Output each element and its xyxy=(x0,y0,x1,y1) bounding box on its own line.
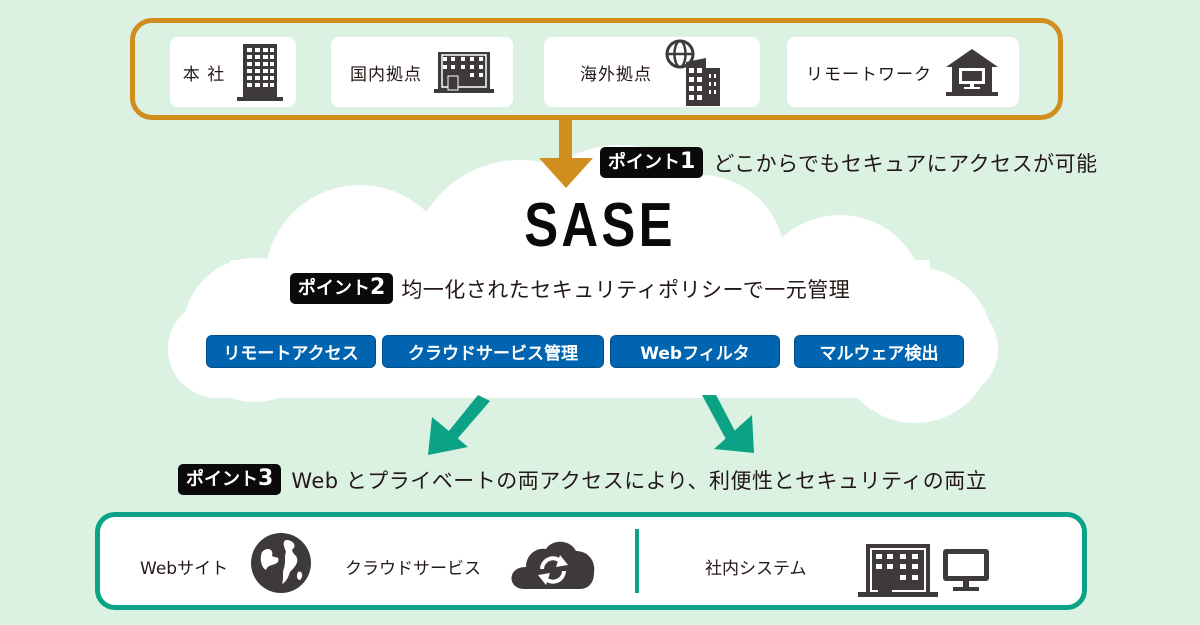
sase-title: SASE xyxy=(524,191,676,260)
location-label: リモートワーク xyxy=(806,64,932,85)
internal-building-icon xyxy=(858,544,938,597)
location-overseas-office: 海外拠点 xyxy=(544,37,760,107)
office-building-icon xyxy=(434,52,494,93)
global-building-icon xyxy=(665,39,720,106)
home-computer-icon xyxy=(946,49,998,96)
feature-cloud-service-management: クラウドサービス管理 xyxy=(382,335,604,368)
location-label: 海外拠点 xyxy=(580,64,652,85)
point-3: ポイント3 Web とプライベートの両アクセスにより、利便性とセキュリティの両立 xyxy=(178,464,987,495)
point-1: ポイント1 どこからでもセキュアにアクセスが可能 xyxy=(600,147,1098,178)
office-tower-icon xyxy=(237,44,284,101)
location-remote-work: リモートワーク xyxy=(787,37,1019,107)
point-description: どこからでもセキュアにアクセスが可能 xyxy=(713,151,1098,176)
location-label: 本 社 xyxy=(182,64,226,85)
outbound-arrow-left-icon xyxy=(428,395,490,455)
destination-cloud-service-label: クラウドサービス xyxy=(345,559,481,579)
location-headquarters: 本 社 xyxy=(170,37,296,107)
feature-web-filter: Webフィルタ xyxy=(610,335,780,368)
point-badge: ポイント2 xyxy=(290,273,394,304)
desktop-monitor-icon xyxy=(943,549,989,591)
point-badge: ポイント1 xyxy=(600,147,704,178)
location-domestic-office: 国内拠点 xyxy=(331,37,513,107)
destinations-frame: Webサイト クラウドサービス 社内システム xyxy=(95,512,1087,610)
point-description: Web とプライベートの両アクセスにより、利便性とセキュリティの両立 xyxy=(291,468,988,493)
locations-frame: 本 社 国内拠点 xyxy=(130,18,1063,120)
point-2: ポイント2 均一化されたセキュリティポリシーで一元管理 xyxy=(290,273,850,304)
inbound-arrow-head-icon xyxy=(539,158,593,188)
section-divider xyxy=(635,529,639,593)
location-label: 国内拠点 xyxy=(350,64,422,85)
point-badge: ポイント3 xyxy=(178,464,282,495)
destination-internal-system-label: 社内システム xyxy=(705,559,807,579)
sase-features: リモートアクセス クラウドサービス管理 Webフィルタ マルウェア検出 xyxy=(206,335,964,368)
outbound-arrow-right-icon xyxy=(702,395,754,453)
feature-malware-detection: マルウェア検出 xyxy=(794,335,964,368)
globe-icon xyxy=(251,533,311,593)
outbound-arrows xyxy=(428,395,754,455)
inbound-arrow-stem xyxy=(559,120,572,160)
feature-remote-access: リモートアクセス xyxy=(206,335,376,368)
point-description: 均一化されたセキュリティポリシーで一元管理 xyxy=(401,277,851,302)
destination-website-label: Webサイト xyxy=(140,559,229,579)
cloud-sync-icon xyxy=(511,541,595,589)
